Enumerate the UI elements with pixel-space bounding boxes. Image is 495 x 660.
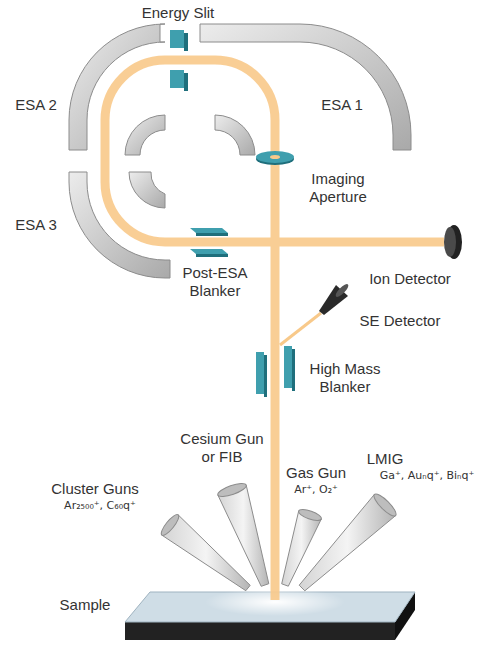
part-label: LMIG bbox=[355, 450, 415, 468]
sample-front bbox=[125, 622, 395, 640]
part-label: SE Detector bbox=[350, 312, 450, 330]
part-label: Gas Gun bbox=[283, 464, 349, 482]
part-label: Imaging Aperture bbox=[296, 170, 380, 206]
blanker-plate-side bbox=[264, 355, 267, 397]
blanker-plate-side bbox=[196, 233, 228, 236]
se-detector-mouth bbox=[334, 282, 350, 298]
high-mass-blanker bbox=[256, 346, 295, 397]
esa-inner-electrode bbox=[125, 115, 165, 155]
esa-inner-electrode bbox=[129, 172, 165, 208]
sample-slab bbox=[125, 588, 415, 640]
imaging-aperture bbox=[256, 151, 294, 165]
se-detector bbox=[319, 282, 350, 315]
esa-outer-electrode bbox=[69, 172, 170, 278]
slit-plate-side bbox=[184, 33, 188, 51]
energy-slit bbox=[170, 30, 188, 91]
lmig-gun bbox=[299, 491, 399, 591]
ion-species: Ar⁺, O₂⁺ bbox=[273, 483, 359, 496]
part-label: Energy Slit bbox=[128, 4, 228, 22]
ion-species: Ar₂₅₀₀⁺, C₆₀q⁺ bbox=[40, 499, 160, 512]
gun-end bbox=[159, 512, 182, 537]
gun-end bbox=[371, 491, 399, 519]
gun-barrel bbox=[218, 485, 269, 586]
esa-inner-electrode bbox=[215, 115, 255, 155]
cesium-gun bbox=[216, 481, 268, 586]
gun-barrel bbox=[299, 494, 395, 590]
part-label: Sample bbox=[50, 596, 120, 614]
part-label: Cesium Gun or FIB bbox=[177, 430, 267, 466]
blanker-plate bbox=[256, 352, 264, 394]
post-esa-blanker bbox=[190, 228, 228, 257]
part-label: Cluster Guns bbox=[40, 480, 150, 498]
slit-plate-side bbox=[184, 73, 188, 91]
gun-end bbox=[216, 481, 247, 499]
blanker-plate bbox=[190, 228, 228, 233]
slit-plate bbox=[170, 30, 184, 48]
ion-species: Ga⁺, Auₙq⁺, Biₙq⁺ bbox=[365, 469, 489, 482]
part-label: ESA 3 bbox=[8, 216, 64, 234]
blanker-plate-side bbox=[196, 254, 228, 257]
aperture-hole bbox=[270, 155, 280, 159]
secondary-electron-path bbox=[280, 313, 321, 345]
ion-detector bbox=[444, 225, 462, 259]
aperture-disc bbox=[256, 151, 294, 163]
detector-face bbox=[444, 227, 456, 257]
part-label: Ion Detector bbox=[360, 270, 460, 288]
slit-plate bbox=[170, 70, 184, 88]
gun-end bbox=[297, 507, 322, 523]
part-label: ESA 2 bbox=[8, 96, 64, 114]
blanker-plate bbox=[190, 249, 228, 254]
blanker-plate bbox=[284, 346, 292, 388]
part-label: ESA 1 bbox=[312, 96, 372, 114]
part-label: High Mass Blanker bbox=[300, 360, 390, 396]
blanker-plate-side bbox=[292, 349, 295, 391]
part-label: Post-ESA Blanker bbox=[175, 264, 255, 300]
